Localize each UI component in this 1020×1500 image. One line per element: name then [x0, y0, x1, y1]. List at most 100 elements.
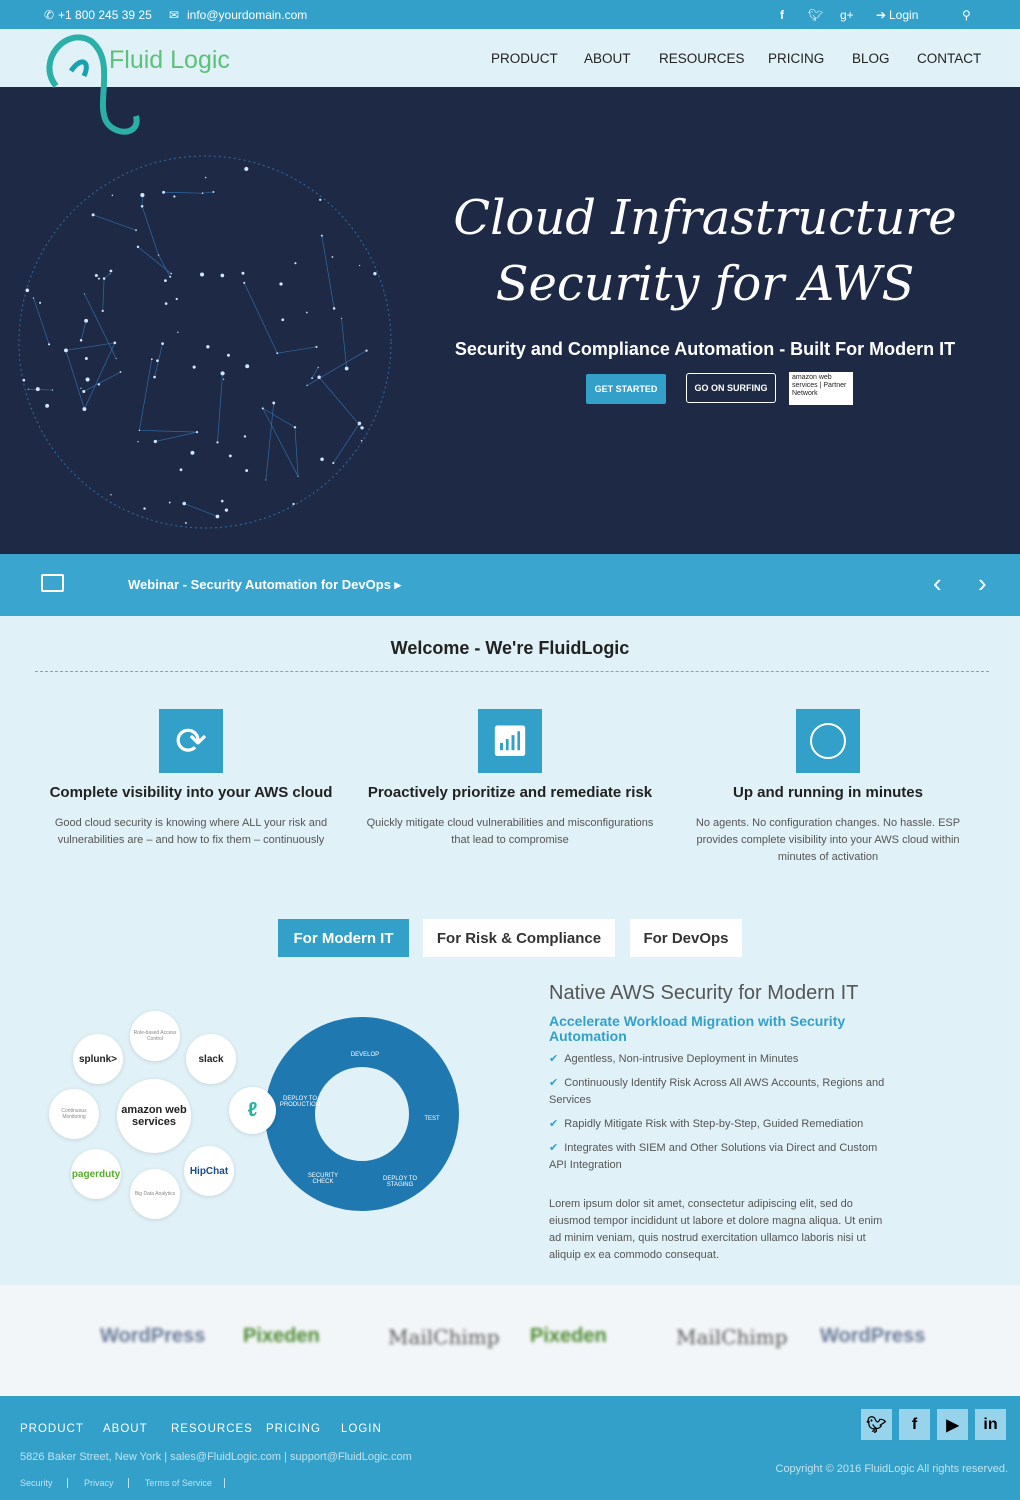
globe-link	[158, 254, 171, 277]
globe-node	[157, 254, 160, 256]
tab-devops[interactable]: For DevOps	[630, 919, 742, 957]
prev-arrow-icon[interactable]: ‹	[933, 568, 942, 598]
nav-contact[interactable]: CONTACT	[917, 51, 982, 66]
globe-node	[331, 256, 334, 258]
cycle-test: TEST	[424, 1116, 440, 1122]
main-nav: Fluid Logic PRODUCT ABOUT RESOURCES PRIC…	[0, 29, 1020, 135]
globe-network-graphic	[18, 155, 392, 529]
pagerduty-logo: pagerduty	[71, 1149, 121, 1199]
search-icon[interactable]: ⚲	[962, 8, 971, 22]
login-link[interactable]: Login	[889, 8, 919, 22]
globe-link	[318, 376, 363, 429]
globe-node	[153, 439, 158, 444]
globe-node	[111, 194, 114, 197]
fluidlogic-hub-icon: ℓ	[229, 1087, 276, 1134]
next-arrow-icon[interactable]: ›	[978, 568, 987, 598]
globe-link	[262, 408, 299, 477]
get-started-button[interactable]: GET STARTED	[586, 374, 666, 404]
tab-modern-it[interactable]: For Modern IT	[278, 919, 409, 957]
feature-title: Up and running in minutes	[733, 784, 923, 801]
go-on-surfing-button[interactable]: GO ON SURFING	[686, 373, 776, 403]
nav-product[interactable]: PRODUCT	[491, 51, 558, 66]
globe-link	[243, 282, 278, 354]
globe-link	[262, 408, 296, 428]
tab-risk-compliance[interactable]: For Risk & Compliance	[423, 919, 615, 957]
globe-link	[28, 388, 53, 391]
modern-it-panel: Native AWS Security for Modern IT Accele…	[549, 982, 889, 1264]
webinar-bar: Webinar - Security Automation for DevOps…	[0, 554, 1020, 616]
globe-link	[321, 235, 335, 309]
twitter-icon[interactable]: 🐦︎	[861, 1409, 892, 1440]
globe-node	[170, 272, 172, 275]
globe-outline	[18, 155, 392, 529]
terms-link[interactable]: Terms of Service	[144, 1478, 212, 1488]
webinar-link[interactable]: Webinar - Security Automation for DevOps…	[128, 577, 402, 592]
globe-node	[220, 371, 225, 376]
globe-node	[45, 403, 50, 408]
globe-node	[317, 375, 321, 379]
google-plus-icon[interactable]: g+	[840, 8, 854, 22]
globe-node	[373, 271, 377, 276]
globe-node	[140, 193, 145, 198]
globe-node	[332, 461, 335, 464]
linkedin-icon[interactable]: in	[975, 1409, 1006, 1440]
globe-node	[84, 357, 88, 360]
panel-body: Lorem ipsum dolor sit amet, consectetur …	[549, 1198, 883, 1261]
nav-blog[interactable]: BLOG	[852, 51, 890, 66]
nav-about[interactable]: ABOUT	[584, 51, 631, 66]
globe-node	[101, 309, 104, 312]
footer-login[interactable]: LOGIN	[341, 1423, 382, 1435]
legal-links: Security Privacy Terms of Service	[20, 1478, 225, 1488]
youtube-icon[interactable]: ▶	[937, 1409, 968, 1440]
globe-node	[182, 501, 187, 506]
facebook-icon[interactable]: f	[780, 8, 784, 22]
globe-node	[150, 358, 153, 361]
nav-pricing[interactable]: PRICING	[768, 51, 825, 66]
globe-link	[333, 423, 360, 464]
partner-logos: WordPress Pixeden MailChimp Pixeden Mail…	[0, 1285, 1020, 1396]
check-icon: ✔	[549, 1077, 559, 1089]
globe-node	[297, 475, 299, 477]
cycle-security-check: SECURITY CHECK	[307, 1173, 339, 1185]
check-icon: ✔	[549, 1142, 559, 1154]
logo-text[interactable]: Fluid Logic	[109, 46, 230, 74]
globe-node	[190, 450, 195, 455]
privacy-link[interactable]: Privacy	[84, 1478, 114, 1488]
footer-about[interactable]: ABOUT	[103, 1423, 148, 1435]
chat-bubble-icon	[41, 574, 64, 592]
phone-icon: ✆	[44, 8, 55, 22]
top-bar: ✆ +1 800 245 39 25 ✉ info@yourdomain.com…	[0, 0, 1020, 29]
globe-link	[141, 206, 159, 256]
globe-node	[357, 421, 362, 426]
globe-node	[276, 352, 279, 355]
globe-node	[293, 426, 297, 429]
globe-node	[292, 502, 295, 506]
globe-link	[184, 503, 218, 517]
globe-node	[281, 318, 285, 322]
hipchat-logo: HipChat	[184, 1146, 234, 1196]
globe-node	[243, 281, 246, 284]
footer-pricing[interactable]: PRICING	[266, 1423, 321, 1435]
globe-node	[272, 401, 276, 405]
globe-link	[202, 191, 214, 194]
nav-resources[interactable]: RESOURCES	[659, 51, 745, 66]
security-link[interactable]: Security	[20, 1478, 53, 1488]
refresh-icon: ⟳	[159, 709, 223, 773]
globe-node	[244, 166, 249, 172]
twitter-icon[interactable]: 🐦︎	[808, 8, 824, 22]
login-icon: ➔	[876, 8, 887, 22]
globe-link	[139, 429, 198, 433]
welcome-title: Welcome - We're FluidLogic	[390, 638, 630, 658]
aws-logo: amazon web services	[117, 1079, 191, 1153]
facebook-icon[interactable]: f	[899, 1409, 930, 1440]
globe-link	[217, 373, 223, 443]
globe-node	[204, 176, 207, 179]
globe-node	[35, 387, 40, 392]
globe-node	[80, 387, 82, 389]
feature-title: Complete visibility into your AWS cloud	[49, 784, 333, 801]
footer-product[interactable]: PRODUCT	[20, 1423, 84, 1435]
globe-node	[32, 297, 35, 299]
footer-resources[interactable]: RESOURCES	[171, 1423, 253, 1435]
globe-link	[33, 297, 50, 345]
email-link[interactable]: info@yourdomain.com	[187, 8, 308, 22]
